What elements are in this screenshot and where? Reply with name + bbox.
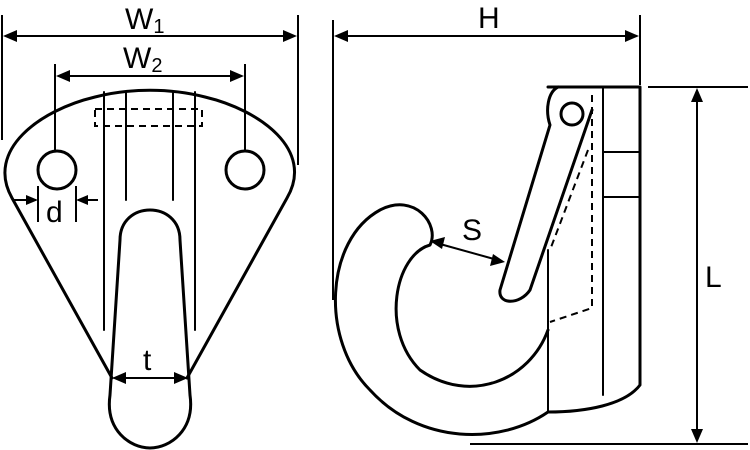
back-plate: [546, 85, 642, 414]
hook-body-front: [107, 208, 193, 450]
mounting-hole-left: [36, 149, 78, 191]
mounting-hole-right: [224, 149, 266, 191]
pivot-pin: [559, 101, 585, 127]
h-label: H: [478, 2, 500, 35]
l-label: L: [705, 261, 722, 294]
plate-outline: [3, 88, 296, 380]
w1-label: W1: [125, 3, 164, 38]
s-label: S: [462, 214, 482, 247]
hidden-latch-channel: [549, 95, 593, 323]
latch-gate: [498, 85, 594, 303]
w2-label: W2: [123, 42, 162, 77]
hook-body-side: [334, 203, 550, 436]
front-view: W1 W2 d t: [1, 3, 299, 450]
s-dimension-line: [439, 243, 495, 260]
hidden-pin: [94, 108, 203, 127]
t-label: t: [143, 344, 152, 377]
d-label: d: [46, 196, 63, 229]
side-view: H S L: [332, 2, 748, 445]
